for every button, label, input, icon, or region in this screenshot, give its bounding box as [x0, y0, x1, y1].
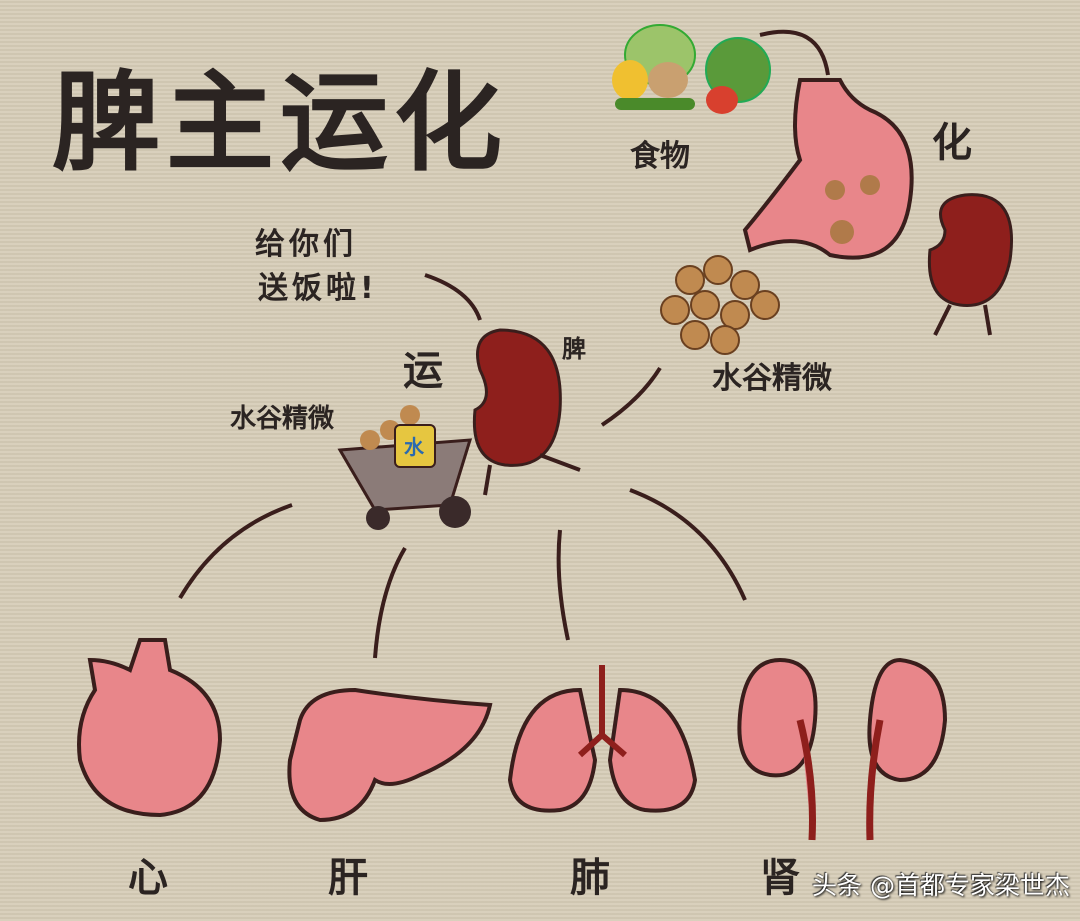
spleen-label: 脾: [562, 335, 586, 363]
vegetables-icon: [612, 24, 771, 114]
spleen-character: [472, 328, 581, 496]
kidneys-icon: [737, 657, 948, 841]
arrow-essence-to-spleen: [600, 366, 662, 427]
transport-label: 运: [403, 348, 443, 394]
speech-line-1: 给你们: [255, 227, 357, 262]
page-title: 脾主运化: [52, 61, 509, 186]
stomach-icon: [742, 78, 914, 260]
food-chunks: [825, 175, 880, 244]
watermark: 头条 @首都专家梁世杰: [812, 871, 1070, 900]
transform-label: 化: [932, 120, 972, 166]
arrows: [178, 29, 830, 659]
lungs-icon: [507, 665, 698, 813]
arrow-to-lung: [556, 529, 570, 641]
wheelbarrow-icon: [337, 405, 473, 530]
water-bucket-label: 水: [404, 435, 424, 459]
arrow-food-to-stomach: [759, 29, 830, 76]
heart-icon: [77, 638, 223, 818]
food-label: 食物: [630, 139, 690, 174]
kidney-label: 肾: [760, 855, 800, 901]
cart-essence-label: 水谷精微: [230, 404, 335, 434]
liver-icon: [287, 687, 493, 823]
arrow-to-kidney: [629, 488, 747, 601]
heart-label: 心: [128, 855, 168, 901]
speech-line: [424, 273, 482, 321]
speech-line-2: 送饭啦!: [258, 271, 378, 306]
kidney-character: [927, 193, 1013, 336]
lung-label: 肺: [570, 855, 610, 901]
essence-nuggets: [660, 255, 780, 355]
essence-label: 水谷精微: [712, 361, 832, 396]
arrow-to-heart: [178, 503, 293, 600]
arrow-to-liver: [373, 546, 407, 659]
liver-label: 肝: [328, 855, 368, 901]
